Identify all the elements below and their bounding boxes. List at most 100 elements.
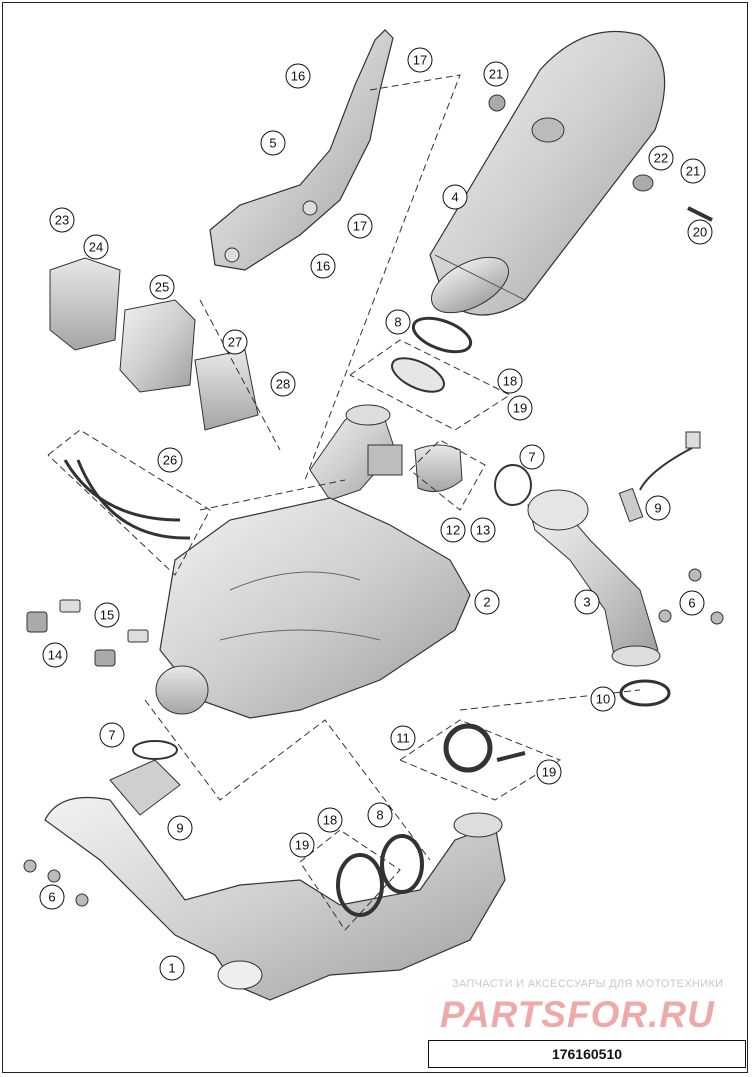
silencer-part-4	[429, 31, 666, 316]
callout-number: 14	[48, 648, 62, 663]
callout-number: 27	[228, 335, 242, 350]
callout-number: 18	[323, 813, 337, 828]
callout-14: 14	[42, 642, 68, 668]
callout-8: 8	[385, 309, 411, 335]
callout-number: 15	[100, 608, 114, 623]
callout-9: 9	[645, 495, 671, 521]
callout-17: 17	[347, 213, 373, 239]
callout-21: 21	[680, 158, 706, 184]
lambda-sensor-part-9-top	[618, 431, 701, 523]
callout-22: 22	[648, 145, 674, 171]
actuator-part-25	[119, 299, 196, 393]
callout-19: 19	[507, 395, 533, 421]
header-pipe-part-3	[527, 489, 661, 667]
callout-number: 11	[396, 731, 410, 746]
watermark-logo: PARTSFOR.RU	[440, 994, 715, 1035]
drawing-number-box: 176160510	[428, 1040, 746, 1068]
clamp-part-11	[443, 723, 493, 773]
callout-number: 17	[353, 219, 367, 234]
callout-number: 25	[155, 280, 169, 295]
callout-number: 19	[542, 765, 556, 780]
callout-4: 4	[442, 184, 468, 210]
callout-number: 26	[163, 453, 177, 468]
callout-26: 26	[157, 447, 183, 473]
callout-19: 19	[536, 759, 562, 785]
callout-27: 27	[222, 329, 248, 355]
callout-1: 1	[159, 955, 185, 981]
callout-number: 8	[376, 808, 383, 823]
callout-number: 23	[55, 213, 69, 228]
dashed-group-lines	[47, 74, 641, 931]
callout-number: 5	[269, 136, 276, 151]
callout-18: 18	[497, 368, 523, 394]
callout-5: 5	[260, 130, 286, 156]
exhaust-flap-assembly	[309, 404, 403, 501]
callout-12: 12	[440, 517, 466, 543]
gasket-part-8-top	[411, 316, 473, 354]
watermark-caption: ЗАПЧАСТИ И АКСЕССУАРЫ ДЛЯ МОТОТЕХНИКИ	[452, 978, 724, 990]
callout-number: 10	[596, 692, 610, 707]
callout-number: 19	[513, 401, 527, 416]
callout-11: 11	[390, 725, 416, 751]
callout-15: 15	[94, 602, 120, 628]
callout-number: 7	[528, 450, 535, 465]
callout-23: 23	[49, 207, 75, 233]
callout-16: 16	[310, 253, 336, 279]
gasket-part-7-top	[494, 464, 532, 506]
cable-part-26-b	[76, 459, 191, 540]
cover-part-12	[414, 444, 463, 493]
callout-number: 18	[503, 374, 517, 389]
callout-number: 6	[688, 596, 695, 611]
callout-number: 16	[291, 69, 305, 84]
callout-number: 3	[583, 595, 590, 610]
callout-number: 9	[176, 821, 183, 836]
callout-19: 19	[289, 832, 315, 858]
callout-17: 17	[407, 47, 433, 73]
callout-2: 2	[474, 589, 500, 615]
gasket-part-8-bottom	[380, 834, 424, 894]
callout-number: 16	[316, 259, 330, 274]
callout-number: 21	[489, 67, 503, 82]
gasket-part-7-bottom	[132, 740, 178, 760]
callout-10: 10	[590, 686, 616, 712]
callout-number: 8	[394, 315, 401, 330]
callout-21: 21	[483, 61, 509, 87]
callout-number: 13	[476, 523, 490, 538]
drawing-number: 176160510	[551, 1046, 623, 1062]
main-muffler-part-2	[155, 497, 471, 719]
callout-6: 6	[39, 884, 65, 910]
callout-6: 6	[679, 590, 705, 616]
cable-part-26-a	[63, 459, 181, 522]
callout-9: 9	[167, 815, 193, 841]
gasket-part-10	[619, 679, 671, 707]
callout-16: 16	[285, 63, 311, 89]
callout-number: 28	[276, 377, 290, 392]
clamp-part-18-bottom	[336, 853, 384, 917]
callout-number: 12	[446, 523, 460, 538]
callout-7: 7	[99, 722, 125, 748]
callout-25: 25	[149, 274, 175, 300]
callout-number: 2	[483, 595, 490, 610]
callout-number: 17	[413, 53, 427, 68]
callout-13: 13	[470, 517, 496, 543]
callout-18: 18	[317, 807, 343, 833]
callout-number: 4	[451, 190, 458, 205]
clamp-part-18-top	[391, 357, 445, 393]
callout-number: 19	[295, 838, 309, 853]
callout-number: 1	[168, 961, 175, 976]
callout-number: 21	[686, 164, 700, 179]
callout-number: 6	[48, 890, 55, 905]
heat-shield-part-5	[209, 29, 394, 271]
callout-number: 24	[89, 240, 103, 255]
callout-7: 7	[519, 444, 545, 470]
actuator-cover-part-24	[49, 257, 121, 351]
callout-number: 20	[693, 225, 707, 240]
hardware-items	[23, 94, 724, 907]
callout-number: 7	[108, 728, 115, 743]
callout-number: 9	[654, 501, 661, 516]
callout-number: 22	[654, 151, 668, 166]
callout-3: 3	[574, 589, 600, 615]
